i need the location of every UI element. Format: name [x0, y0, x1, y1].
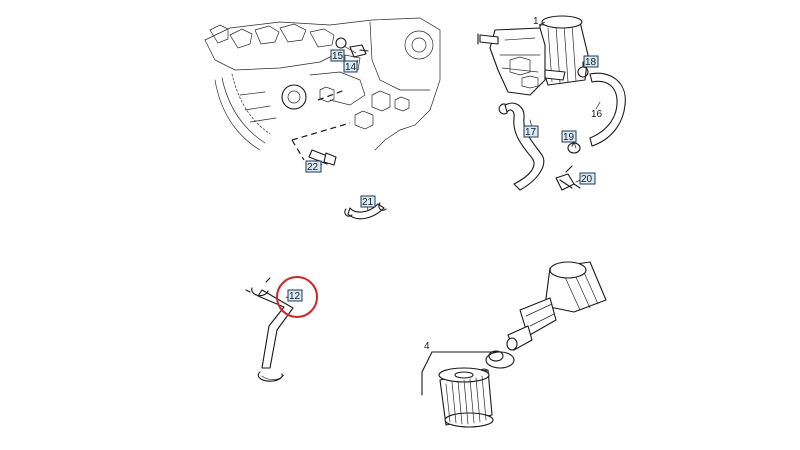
pump-assembly-1 — [477, 15, 589, 96]
connector-fitting-14 — [335, 37, 369, 58]
callout-4-bracket — [421, 351, 503, 396]
callout-19: 19 — [563, 132, 575, 143]
callout-4: 4 — [424, 341, 430, 352]
hose-clamp-20 — [555, 165, 581, 191]
callout-1: 1 — [533, 16, 539, 27]
bolt-22 — [308, 149, 337, 166]
hose-clamp-18 — [577, 61, 589, 78]
callout-16: 16 — [591, 109, 603, 120]
callout-21: 21 — [362, 197, 374, 208]
callout-17: 17 — [525, 127, 537, 138]
callout-20: 20 — [581, 174, 593, 185]
callout-22: 22 — [307, 162, 319, 173]
filter-housing-cap — [544, 261, 607, 313]
hose-12 — [245, 277, 294, 382]
callout-12-box — [287, 289, 303, 302]
callout-21-box — [360, 195, 376, 208]
filter-stem — [506, 297, 557, 351]
hose-16 — [589, 72, 626, 147]
callout-20-box — [579, 172, 596, 185]
callout-14-box — [343, 60, 358, 73]
callout-14: 14 — [345, 62, 357, 73]
hose-17 — [498, 102, 545, 191]
callout-15: 15 — [332, 51, 344, 62]
callout-19-box — [561, 130, 577, 143]
hose-21 — [344, 202, 387, 220]
highlight-circle — [276, 276, 318, 318]
callout-22-box — [305, 160, 322, 173]
engine-block-drawing — [204, 17, 441, 161]
filter-element-4 — [438, 367, 494, 428]
callout-15-box — [330, 49, 345, 62]
callout-12: 12 — [289, 291, 301, 302]
callout-17-box — [523, 125, 539, 138]
callout-18-box — [583, 55, 599, 68]
callout-18: 18 — [585, 57, 597, 68]
